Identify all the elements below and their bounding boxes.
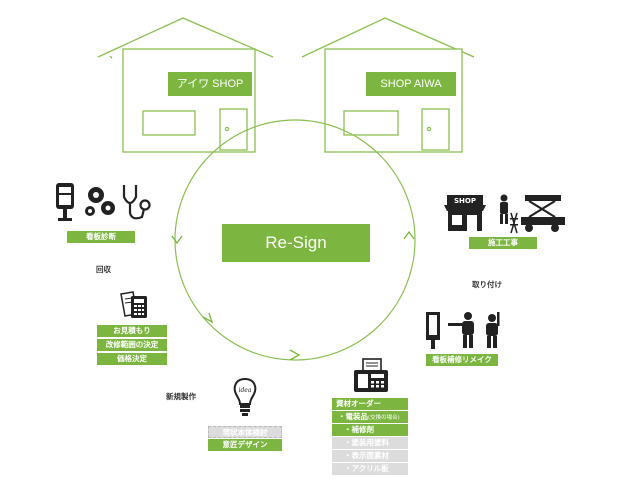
design-tag-design: 意匠デザイン: [208, 439, 282, 451]
gears-icon: [85, 187, 115, 216]
cycle-arrows: [171, 230, 415, 361]
left-shop-sign: アイワ SHOP: [168, 72, 252, 96]
materials-tag-paint: ・塗装用塗料: [332, 437, 408, 449]
estimate-tag-scope: 改修範囲の決定: [97, 339, 167, 351]
right-shop-house: [301, 17, 475, 153]
materials-tag-acrylic: ・アクリル板: [332, 463, 408, 475]
diagnosis-tag: 看板診断: [67, 231, 135, 243]
estimate-tag-price: 価格決定: [97, 353, 167, 365]
svg-text:SHOP: SHOP: [454, 197, 476, 205]
boom-truck-icon: [521, 195, 565, 232]
materials-tag-surface: ・表示面素材: [332, 450, 408, 462]
fax-machine-icon: [354, 358, 388, 392]
install-label: 取り付け: [472, 280, 502, 289]
svg-text:idea: idea: [239, 387, 252, 394]
remake-tag: 看板補修リメイク: [426, 354, 498, 366]
idea-bulb-icon: idea: [233, 377, 257, 416]
materials-tag-repair: ・補修剤: [332, 424, 408, 436]
stethoscope-icon: [122, 185, 151, 220]
construction-tag: 施工工事: [469, 237, 537, 249]
inspector-icon: [486, 312, 500, 348]
materials-tag-order: 資材オーダー: [332, 398, 408, 410]
worker-ladder-icon: [500, 194, 518, 234]
left-shop-house: [97, 17, 274, 153]
signboard-icon: [56, 183, 74, 221]
new-production-label: 新規製作: [166, 392, 196, 401]
materials-tag-electrical: ・電装品(交換の場合): [332, 411, 408, 423]
collect-label: 回収: [96, 265, 111, 274]
remake-icons: [426, 312, 500, 349]
design-tag-review: 現状本体検討: [208, 426, 282, 438]
construction-icons: SHOP: [444, 194, 565, 234]
sign-panel-icon: [426, 312, 440, 349]
estimate-tag-quote: お見積もり: [97, 325, 167, 337]
calculator-document-icon: [120, 291, 147, 318]
materials-note: (交換の場合): [368, 415, 400, 421]
painter-icon: [448, 312, 474, 348]
resign-center-label: Re-Sign: [222, 224, 370, 262]
shop-storefront-icon: SHOP: [444, 195, 486, 231]
right-shop-sign: SHOP AIWA: [366, 72, 456, 96]
diagnosis-icons: [56, 183, 151, 221]
